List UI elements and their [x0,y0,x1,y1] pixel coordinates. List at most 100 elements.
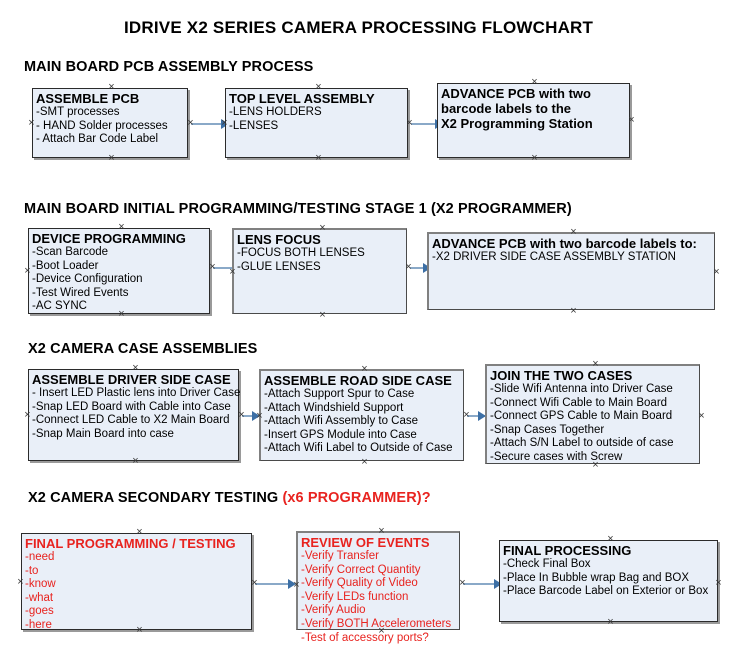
section-heading-text: MAIN BOARD INITIAL PROGRAMMING/TESTING S… [24,201,572,217]
connector-handle-bottom[interactable] [107,154,116,163]
box-top-level-assembly[interactable]: TOP LEVEL ASSEMBLY -LENS HOLDERS -LENSES [225,88,408,158]
section-heading-text: MAIN BOARD PCB ASSEMBLY PROCESS [24,59,314,75]
box-item: -Connect LED Cable to X2 Main Board [32,414,230,427]
box-item: -Connect GPS Cable to Main Board [490,410,673,423]
box-header: ADVANCE PCB with two [441,86,591,101]
connector-handle-right[interactable] [627,116,636,125]
box-header-line3: X2 Programming Station [441,116,593,131]
box-header: JOIN THE TWO CASES [490,368,633,383]
box-assemble-driver-side-case[interactable]: ASSEMBLE DRIVER SIDE CASE - Insert LED P… [28,369,241,461]
connector-handle-bottom[interactable] [131,457,140,466]
box-review-of-events[interactable]: REVIEW OF EVENTS -Verify Transfer -Verif… [296,531,460,644]
box-item: -Device Configuration [32,273,143,286]
section-heading-main-board-pcb-assembly: MAIN BOARD PCB ASSEMBLY PROCESS [24,59,313,75]
box-item: -Slide Wifi Antenna into Driver Case [490,383,673,395]
connector-handle-left[interactable] [23,411,32,420]
box-item: -Place Barcode Label on Exterior or Box [503,585,709,598]
connector-handle-bottom[interactable] [530,154,539,163]
box-item: -here [25,618,52,631]
connector-handle-right[interactable] [712,268,721,277]
box-item: -what [25,591,54,604]
connector-line [213,267,238,269]
box-item: -Attach Support Spur to Case [264,388,415,400]
box-item: -AC SYNC [32,300,87,313]
box-item: -GLUE LENSES [237,260,321,273]
box-item: -Connect Wifi Cable to Main Board [490,396,668,409]
box-item: -X2 DRIVER SIDE CASE ASSEMBLY STATION [432,251,676,263]
box-header: LENS FOCUS [237,232,321,247]
box-item: -Snap Main Board into case [32,427,174,440]
box-item: - HAND Solder processes [36,119,168,132]
box-join-the-two-cases[interactable]: JOIN THE TWO CASES -Slide Wifi Antenna i… [485,364,700,464]
box-item: -Attach S/N Label to outside of case [490,437,674,450]
box-header: ASSEMBLE DRIVER SIDE CASE [32,372,231,387]
box-item: -Scan Barcode [32,246,109,258]
box-device-programming[interactable]: DEVICE PROGRAMMING -Scan Barcode -Boot L… [28,228,210,314]
box-item: -SMT processes [36,106,120,118]
connector-handle-right[interactable] [697,412,706,421]
box-item: -Attach Wifi Label to Outside of Case [264,442,453,455]
box-item: -Place In Bubble wrap Bag and BOX [503,571,690,584]
section-heading-text: X2 CAMERA SECONDARY TESTING [28,490,283,506]
box-item: -Snap Cases Together [490,423,605,436]
box-header: ASSEMBLE ROAD SIDE CASE [264,373,452,388]
connector-line [191,123,227,125]
connector-handle-bottom[interactable] [318,311,327,320]
connector-arrow [494,579,502,589]
connector-line [255,583,294,585]
connector-handle-bottom[interactable] [360,458,369,467]
section-heading-text: X2 CAMERA CASE ASSEMBLIES [28,341,258,357]
box-item: -Test Wired Events [32,286,129,299]
connector-handle-right[interactable] [714,579,723,588]
box-header: ADVANCE PCB with two barcode labels to: [432,236,697,251]
box-item: -Check Final Box [503,558,591,570]
box-item: -Verify LEDs function [301,590,409,603]
box-item: -Insert GPS Module into Case [264,428,417,441]
box-item: -LENS HOLDERS [229,106,322,118]
box-item-overflow: -Test of accessory ports? [301,631,429,644]
box-item: -Snap LED Board with Cable into Case [32,400,231,413]
box-item: - Insert LED Plastic lens into Driver Ca… [32,387,241,399]
page-title: IDRIVE X2 SERIES CAMERA PROCESSING FLOWC… [124,18,594,37]
box-item: -Attach Windshield Support [264,401,404,414]
connector-handle-bottom[interactable] [569,307,578,316]
box-item: -LENSES [229,119,279,132]
box-item: -Verify Quality of Video [301,577,418,590]
section-heading-main-board-initial-programming: MAIN BOARD INITIAL PROGRAMMING/TESTING S… [24,201,572,217]
box-item: - Attach Bar Code Label [36,133,159,146]
connector-handle-left[interactable] [27,119,36,128]
box-header-line2: barcode labels to the [441,101,572,116]
connector-handle-bottom[interactable] [606,618,615,627]
section-heading-accent: (x6 PROGRAMMER)? [282,490,431,506]
box-item: -Verify Audio [301,604,366,617]
connector-handle-left[interactable] [23,267,32,276]
connector-line [463,583,500,585]
connector-handle-bottom[interactable] [314,154,323,163]
box-item: -know [25,578,56,591]
connector-line [242,415,259,417]
connector-line [410,267,430,269]
box-item: -Boot Loader [32,259,99,272]
connector-handle-left[interactable] [16,578,25,587]
box-item: -Verify Correct Quantity [301,563,421,576]
box-item: -goes [25,605,54,618]
box-item: -Secure cases with Screw [490,450,623,463]
box-final-processing[interactable]: FINAL PROCESSING -Check Final Box -Place… [499,540,718,622]
box-final-programming-testing[interactable]: FINAL PROGRAMMING / TESTING -need -to -k… [21,533,252,631]
box-header: FINAL PROGRAMMING / TESTING [25,536,236,551]
box-lens-focus[interactable]: LENS FOCUS -FOCUS BOTH LENSES -GLUE LENS… [232,228,407,314]
connector-arrow [288,579,296,589]
box-item: -FOCUS BOTH LENSES [237,247,365,259]
connector-handle-left[interactable] [228,268,237,277]
box-advance-pcb-driver-side[interactable]: ADVANCE PCB with two barcode labels to: … [427,232,715,310]
box-header: DEVICE PROGRAMMING [32,231,186,246]
box-assemble-road-side-case[interactable]: ASSEMBLE ROAD SIDE CASE -Attach Support … [259,369,464,461]
box-assemble-pcb[interactable]: ASSEMBLE PCB -SMT processes - HAND Solde… [32,88,188,158]
box-item: -Verify Transfer [301,550,379,562]
box-header: REVIEW OF EVENTS [301,535,430,550]
connector-arrow [478,411,486,421]
connector-line [411,123,444,125]
box-advance-pcb-programming-station[interactable]: ADVANCE PCB with two barcode labels to t… [437,83,630,158]
connector-arrow [252,411,260,421]
